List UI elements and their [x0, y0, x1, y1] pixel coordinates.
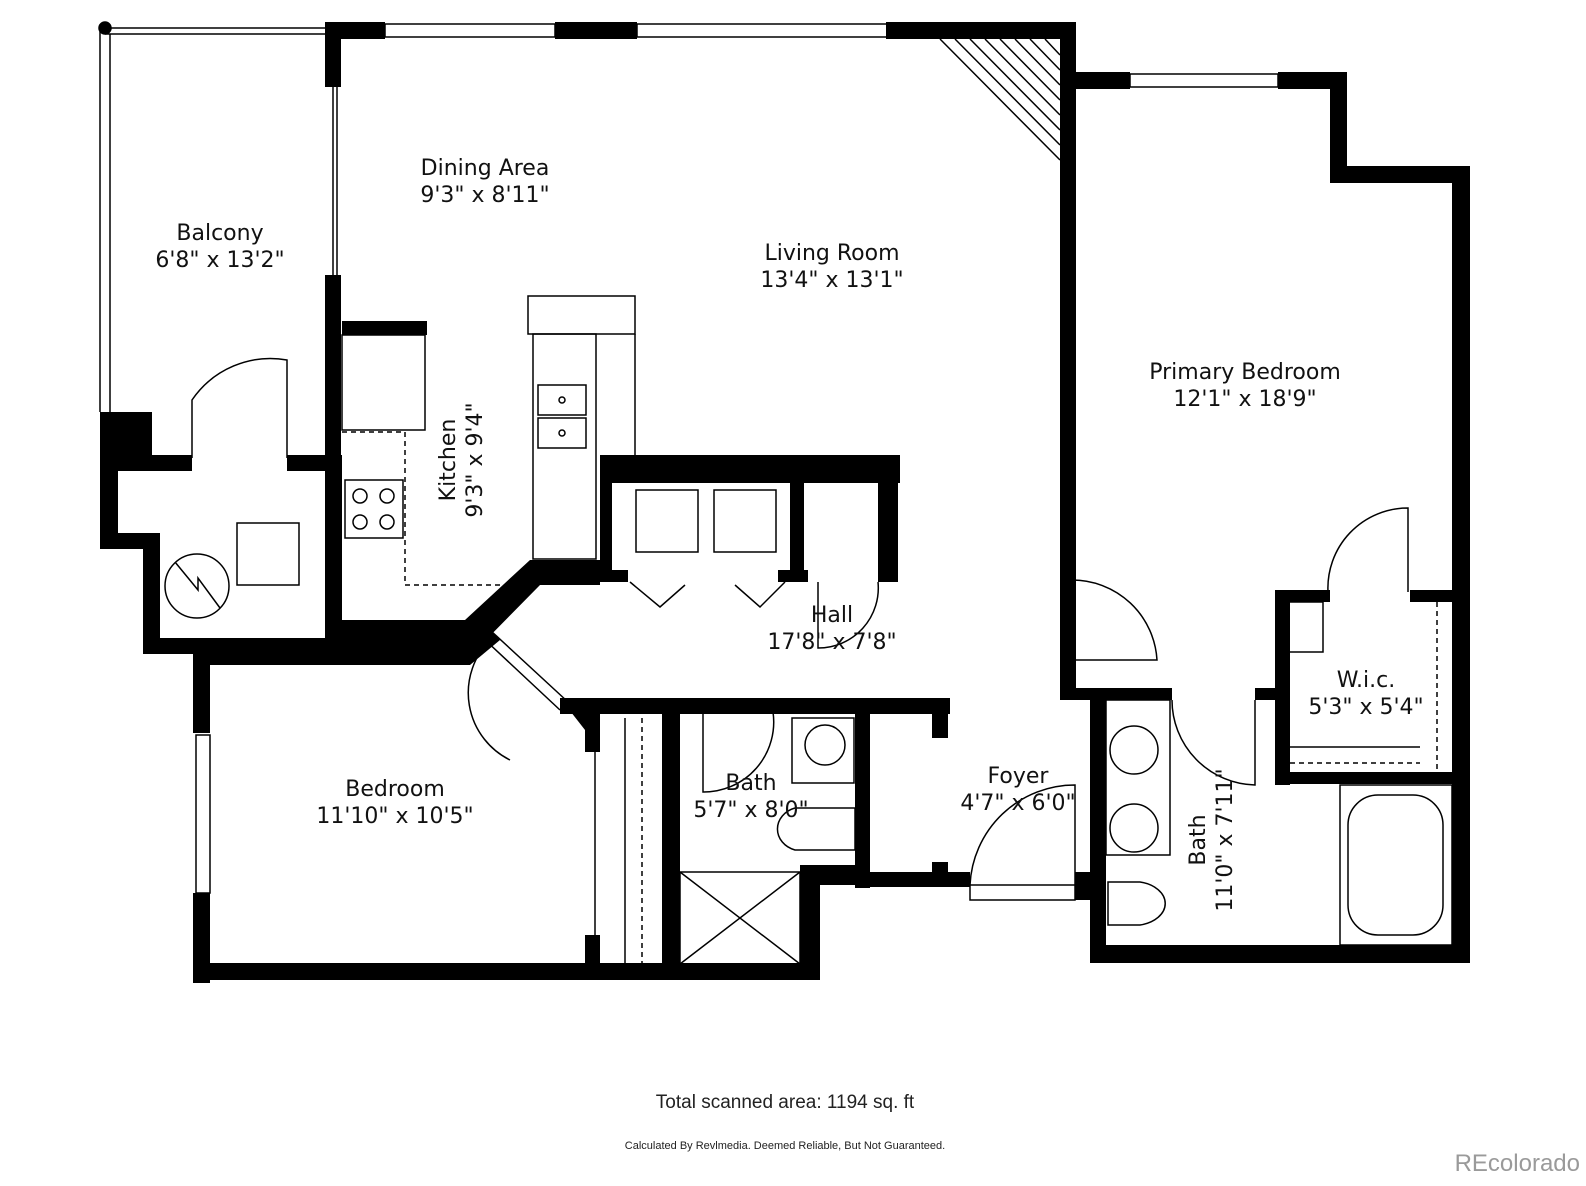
room-name: Foyer: [987, 764, 1049, 789]
fixtures: [98, 21, 1453, 965]
room-name: Bath: [1186, 814, 1211, 866]
room-dims: 5'7" x 8'0": [693, 798, 809, 823]
total-area: Total scanned area: 1194 sq. ft: [655, 1092, 915, 1113]
room-name: Living Room: [764, 241, 900, 266]
disclaimer: Calculated By Revlmedia. Deemed Reliable…: [624, 1140, 946, 1152]
room-dims: 12'1" x 18'9": [1173, 387, 1317, 412]
room-dims: 11'10" x 10'5": [316, 804, 474, 829]
room-name: Hall: [810, 603, 854, 628]
room-dims: 17'8" x 7'8": [767, 630, 897, 655]
walls: [100, 22, 1470, 983]
room-dims: 11'0" x 7'11": [1213, 768, 1238, 912]
room-name: Bedroom: [345, 777, 445, 802]
brand-watermark: REcolorado: [1454, 1150, 1580, 1177]
room-label-wic: W.i.c.5'3" x 5'4": [1308, 667, 1423, 721]
room-dims: 9'3" x 8'11": [420, 183, 550, 208]
room-dims: 6'8" x 13'2": [155, 248, 285, 273]
room-name: Primary Bedroom: [1149, 360, 1341, 385]
room-name: W.i.c.: [1336, 668, 1396, 693]
room-dims: 9'3" x 9'4": [463, 402, 488, 518]
room-name: Kitchen: [436, 418, 461, 502]
room-name: Dining Area: [420, 156, 550, 181]
room-name: Balcony: [176, 221, 264, 246]
room-dims: 4'7" x 6'0": [960, 791, 1076, 816]
room-dims: 13'4" x 13'1": [760, 268, 904, 293]
room-dims: 5'3" x 5'4": [1308, 695, 1424, 720]
room-name: Bath: [725, 771, 777, 796]
